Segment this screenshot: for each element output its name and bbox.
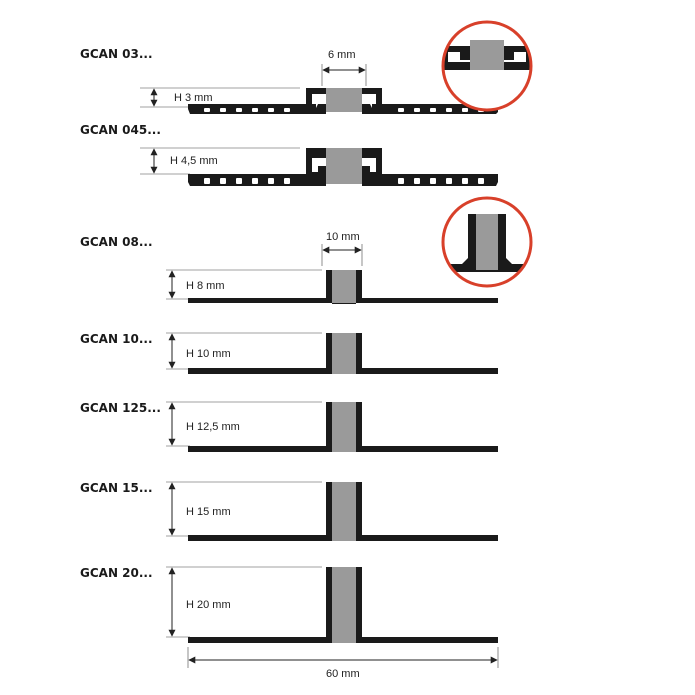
height-label: H 10 mm [186, 348, 231, 360]
profile-gcan-10: GCAN 10... H 10 mm [80, 332, 498, 374]
height-label: H 4,5 mm [170, 155, 218, 167]
profile-gcan-20: GCAN 20... H 20 mm [80, 566, 498, 643]
total-width-label: 60 mm [326, 668, 360, 680]
slot-width-label: 10 mm [326, 231, 360, 243]
total-width-dimension: 60 mm [187, 647, 499, 680]
height-label: H 12,5 mm [186, 421, 240, 433]
profile-code-label: GCAN 03... [80, 47, 153, 61]
joint-insert [326, 148, 362, 184]
profile-code-label: GCAN 08... [80, 235, 153, 249]
profile-gcan-08: GCAN 08... 10 mm H 8 mm [80, 231, 498, 304]
profile-gcan-045: GCAN 045... H 4,5 mm [80, 123, 498, 186]
profile-code-label: GCAN 20... [80, 566, 153, 580]
height-label: H 20 mm [186, 599, 231, 611]
joint-insert [332, 402, 356, 452]
profile-code-label: GCAN 045... [80, 123, 161, 137]
profile-gcan-03: GCAN 03... H 3 mm 6 mm [80, 47, 498, 114]
height-label: H 3 mm [174, 92, 213, 104]
height-label: H 15 mm [186, 506, 231, 518]
detail-ring [441, 20, 533, 112]
joint-insert [326, 88, 362, 112]
detail-circle-tall-profile [441, 196, 533, 288]
profile-gcan-15: GCAN 15... H 15 mm [80, 481, 498, 541]
profile-gcan-125: GCAN 125... H 12,5 mm [80, 401, 498, 452]
joint-insert [332, 567, 356, 643]
joint-insert [332, 482, 356, 541]
detail-ring [441, 196, 533, 288]
profile-code-label: GCAN 10... [80, 332, 153, 346]
detail-circle-small-profile [441, 20, 533, 112]
joint-insert [332, 333, 356, 374]
slot-width-label: 6 mm [328, 49, 356, 61]
profile-code-label: GCAN 15... [80, 481, 153, 495]
height-label: H 8 mm [186, 280, 225, 292]
joint-insert [332, 270, 356, 303]
profile-code-label: GCAN 125... [80, 401, 161, 415]
